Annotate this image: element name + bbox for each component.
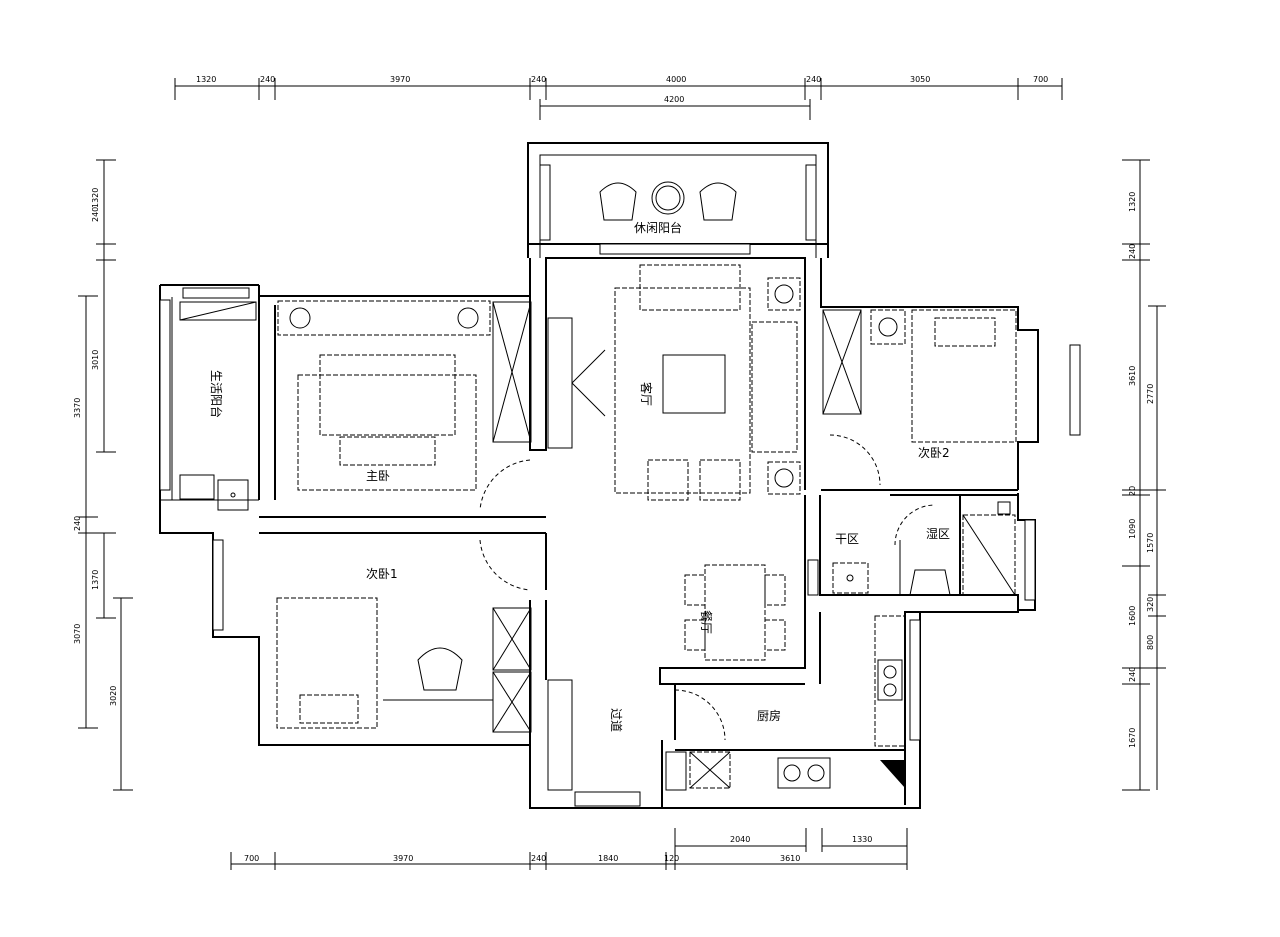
- dim-top-7: 3050: [910, 75, 930, 84]
- label-kitchen: 厨房: [757, 708, 781, 723]
- dim-right-1: 1320: [1128, 192, 1137, 212]
- label-wet-area: 湿区: [926, 526, 950, 541]
- dimension-labels-top: 1320 240 3970 240 4000 240 3050 700 4200: [196, 75, 1048, 104]
- dim-left-7: 1370: [91, 570, 100, 590]
- dim-right-7: 240: [1128, 667, 1137, 682]
- dim-right-11: 320: [1146, 597, 1155, 612]
- walls: [159, 142, 1039, 809]
- dim-top-5: 4000: [666, 75, 686, 84]
- dim-right-9: 2770: [1146, 384, 1155, 404]
- dim-bottom-1: 2040: [730, 835, 750, 844]
- label-dining-room: 餐厅: [699, 610, 714, 634]
- dim-bottom-4: 3970: [393, 854, 413, 863]
- dim-bottom-2: 1330: [852, 835, 872, 844]
- doors: [479, 434, 936, 741]
- label-second-bedroom-2: 次卧2: [918, 446, 950, 460]
- dim-left-5: 1320: [91, 188, 100, 208]
- dim-left-6: 3010: [91, 350, 100, 370]
- dimension-labels-right: 1320 240 3610 20 1090 1600 240 1670 2770…: [1128, 192, 1155, 748]
- label-service-balcony: 生活阳台: [209, 370, 224, 418]
- dim-top-2: 240: [260, 75, 275, 84]
- dim-right-6: 1600: [1128, 606, 1137, 626]
- dim-left-1: 3370: [73, 398, 82, 418]
- label-corridor: 过道: [609, 708, 623, 732]
- dim-left-8: 3020: [109, 686, 118, 706]
- dim-left-2: 240: [73, 516, 82, 531]
- dim-top-3: 3970: [390, 75, 410, 84]
- dim-bottom-5: 240: [531, 854, 546, 863]
- dim-left-3: 3070: [73, 624, 82, 644]
- dim-right-3: 3610: [1128, 366, 1137, 386]
- label-master-bedroom: 主卧: [366, 469, 390, 483]
- dim-right-12: 800: [1146, 635, 1155, 650]
- room-labels: 休闲阳台 客厅 主卧 生活阳台 次卧1 次卧2 干区 湿区 餐厅 过道 厨房: [209, 220, 950, 732]
- dimension-lines: [78, 78, 1166, 870]
- dim-left-4: 240: [91, 207, 100, 222]
- dim-top-6: 240: [806, 75, 821, 84]
- dimension-labels-left: 3370 240 3070 240 1320 3010 1370 3020: [73, 188, 118, 706]
- dim-top-4: 240: [531, 75, 546, 84]
- dim-top-8: 700: [1033, 75, 1048, 84]
- label-leisure-balcony: 休闲阳台: [634, 220, 682, 235]
- dim-bottom-8: 3610: [780, 854, 800, 863]
- dim-right-4: 20: [1128, 486, 1137, 496]
- dim-right-8: 1670: [1128, 728, 1137, 748]
- label-second-bedroom-1: 次卧1: [366, 567, 398, 581]
- dim-top-9: 4200: [664, 95, 684, 104]
- dim-top-1: 1320: [196, 75, 216, 84]
- dim-bottom-7: 120: [664, 854, 679, 863]
- windows: [159, 164, 1081, 807]
- label-living-room: 客厅: [639, 382, 654, 406]
- furniture: [179, 181, 1017, 791]
- dimension-labels-bottom: 2040 1330 700 3970 240 1840 120 3610: [244, 835, 872, 863]
- dim-bottom-3: 700: [244, 854, 259, 863]
- label-dry-area: 干区: [835, 532, 859, 546]
- dim-right-2: 240: [1128, 244, 1137, 259]
- dim-right-10: 1570: [1146, 533, 1155, 553]
- dim-right-5: 1090: [1128, 519, 1137, 539]
- dim-bottom-6: 1840: [598, 854, 618, 863]
